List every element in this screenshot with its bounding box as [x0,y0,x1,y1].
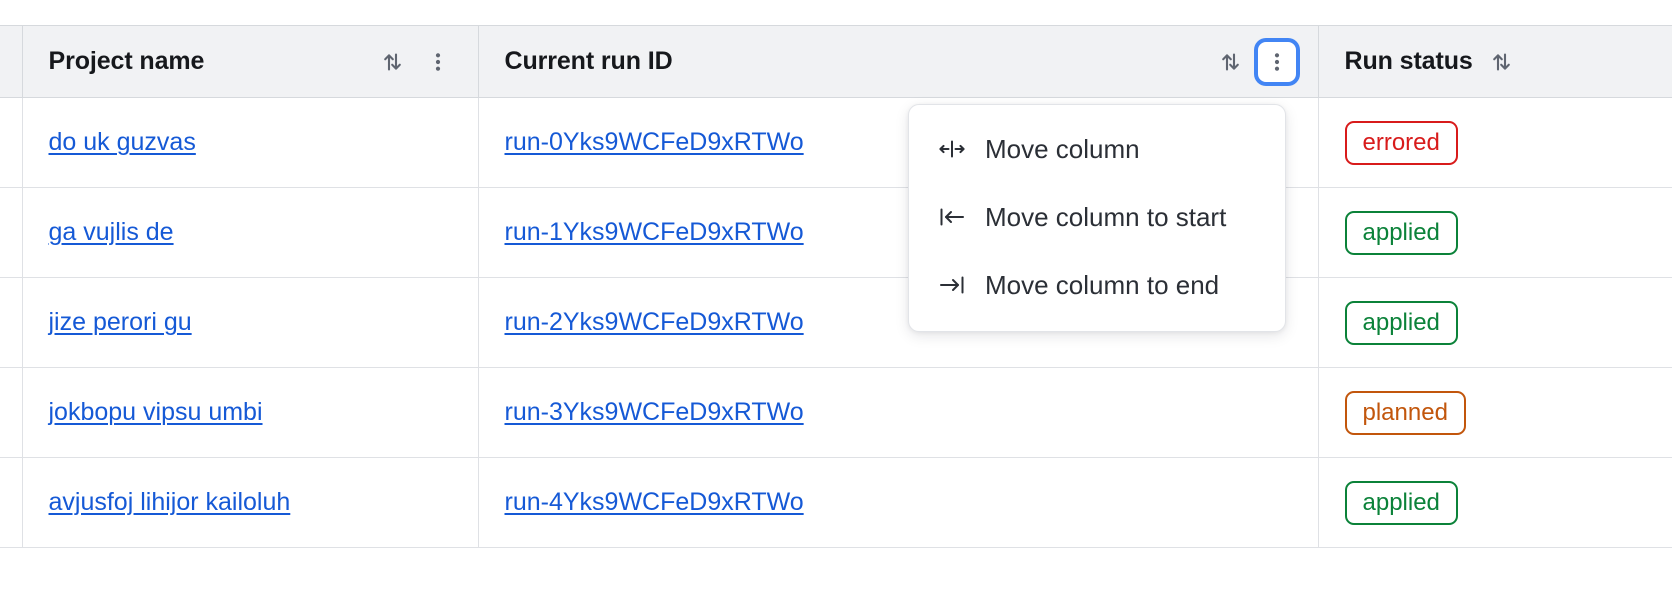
cell-run-status: applied [1318,187,1672,278]
projects-table: Project name [0,25,1672,548]
cell-current-run-id: run-4Yks9WCFeD9xRTWo [478,457,1319,548]
row-gutter-cell [0,367,23,458]
cell-project-name: avjusfoj lihijor kailoluh [22,457,479,548]
menu-item-label: Move column to start [985,201,1227,232]
cell-run-status: applied [1318,277,1672,368]
kebab-menu-icon [1266,51,1288,73]
row-gutter-cell [0,97,23,188]
move-to-start-icon [937,203,967,231]
row-gutter-cell [0,277,23,368]
run-id-link[interactable]: run-3Yks9WCFeD9xRTWo [504,398,804,426]
cell-project-name: jize perori gu [22,277,479,368]
column-context-menu: Move column Move column to start Mov [908,104,1286,332]
status-badge: applied [1344,210,1458,255]
menu-item-move-column[interactable]: Move column [909,115,1285,183]
cell-run-status: planned [1318,367,1672,458]
table-row: do uk guzvas run-0Yks9WCFeD9xRTWo errore… [0,97,1672,188]
row-gutter-cell [0,457,23,548]
table-header-row: Project name [0,25,1672,98]
project-name-link[interactable]: ga vujlis de [48,218,174,246]
project-name-link[interactable]: avjusfoj lihijor kailoluh [48,488,291,516]
project-name-link[interactable]: do uk guzvas [48,128,196,156]
run-id-link[interactable]: run-1Yks9WCFeD9xRTWo [504,218,804,246]
menu-item-move-column-to-end[interactable]: Move column to end [909,251,1285,319]
column-menu-button-current-run-id[interactable] [1257,41,1296,82]
move-to-end-icon [937,271,967,299]
sort-arrows-icon [379,49,405,75]
menu-item-label: Move column to end [985,269,1220,300]
cell-project-name: do uk guzvas [22,97,479,188]
kebab-menu-icon [427,51,449,73]
cell-project-name: jokbopu vipsu umbi [22,367,479,458]
run-id-link[interactable]: run-2Yks9WCFeD9xRTWo [504,308,804,336]
status-badge: planned [1344,390,1466,435]
sort-arrows-icon [1217,49,1243,75]
table-row: avjusfoj lihijor kailoluh run-4Yks9WCFeD… [0,457,1672,548]
status-badge: applied [1344,480,1458,525]
table-body: do uk guzvas run-0Yks9WCFeD9xRTWo errore… [0,97,1672,548]
run-id-link[interactable]: run-4Yks9WCFeD9xRTWo [504,488,804,516]
column-header-label-current-run-id: Current run ID [504,47,673,75]
column-header-run-status[interactable]: Run status [1318,25,1672,98]
table-row: ga vujlis de run-1Yks9WCFeD9xRTWo applie… [0,187,1672,278]
cell-project-name: ga vujlis de [22,187,479,278]
move-column-icon [937,135,967,163]
column-header-current-run-id[interactable]: Current run ID [478,25,1319,98]
menu-item-move-column-to-start[interactable]: Move column to start [909,183,1285,251]
row-gutter-header [0,25,23,98]
column-menu-button-project-name[interactable] [420,44,456,80]
cell-run-status: errored [1318,97,1672,188]
status-badge: errored [1344,120,1458,165]
sort-button-current-run-id[interactable] [1212,44,1248,80]
run-id-link[interactable]: run-0Yks9WCFeD9xRTWo [504,128,804,156]
status-badge: applied [1344,300,1458,345]
menu-item-label: Move column [985,133,1140,164]
column-header-project-name[interactable]: Project name [22,25,479,98]
column-header-label-project-name: Project name [48,47,205,75]
table-header: Project name [0,25,1672,98]
project-name-link[interactable]: jize perori gu [48,308,192,336]
cell-current-run-id: run-3Yks9WCFeD9xRTWo [478,367,1319,458]
sort-arrows-icon [1488,49,1514,75]
sort-button-run-status[interactable] [1483,44,1519,80]
table-row: jize perori gu run-2Yks9WCFeD9xRTWo appl… [0,277,1672,368]
column-header-label-run-status: Run status [1344,47,1473,75]
cell-run-status: applied [1318,457,1672,548]
project-name-link[interactable]: jokbopu vipsu umbi [48,398,263,426]
row-gutter-cell [0,187,23,278]
table-row: jokbopu vipsu umbi run-3Yks9WCFeD9xRTWo … [0,367,1672,458]
sort-button-project-name[interactable] [374,44,410,80]
